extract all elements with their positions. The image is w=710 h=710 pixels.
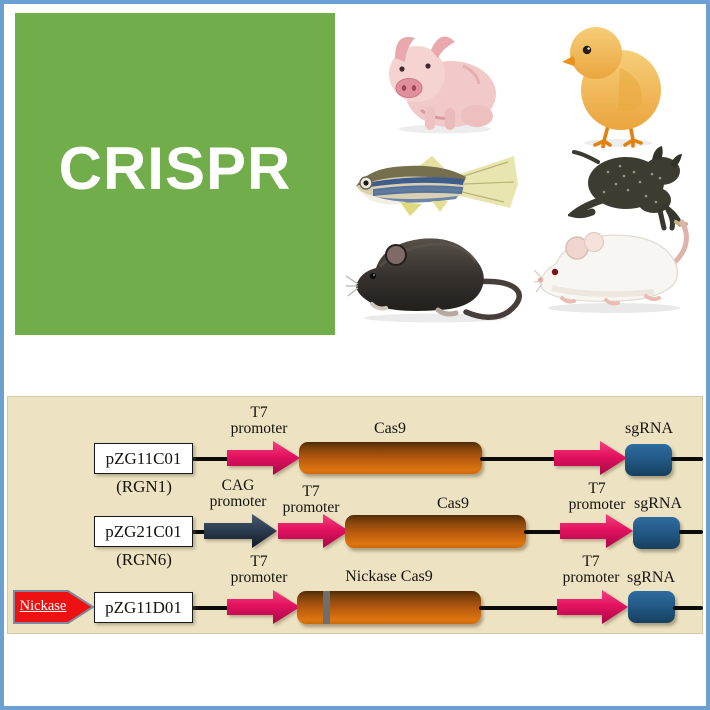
t7-promoter-label: T7 promoter [230, 553, 288, 586]
t7-promoter-label: T7 promoter [562, 553, 620, 586]
piglet-icon [375, 24, 505, 141]
sgrna-box [628, 591, 675, 623]
plasmid-name: pZG11D01 [105, 597, 182, 617]
backbone-line [673, 606, 703, 610]
cas9-gene-box [345, 515, 526, 548]
backbone-line [188, 530, 210, 534]
crispr-label: CRISPR [58, 134, 292, 202]
plasmid-alias: (RGN1) [116, 477, 172, 496]
cag-promoter-label: CAG promoter [209, 477, 267, 510]
backbone-line [189, 606, 235, 610]
t7-promoter-arrow [557, 590, 629, 624]
t7-promoter-label: T7 promoter [230, 404, 288, 437]
nickase-tag: Nickase [13, 590, 95, 629]
nickase-cas9-gene-box [297, 591, 481, 624]
t7-promoter-arrow [278, 514, 350, 548]
black-rat-icon [345, 224, 534, 329]
plasmid-name-box: pZG21C01 [94, 516, 193, 547]
plasmid-alias: (RGN6) [116, 550, 172, 569]
white-mouse-icon [533, 214, 694, 321]
gene-label: Cas9 [374, 420, 406, 437]
t7-promoter-arrow [227, 441, 301, 475]
t7-promoter-label: T7 promoter [282, 483, 340, 516]
t7-promoter-label: T7 promoter [568, 480, 626, 513]
sgrna-box [625, 444, 672, 476]
frog-icon [566, 136, 703, 236]
nickase-tag-label: Nickase [19, 598, 67, 614]
chick-icon [560, 20, 668, 153]
zebrafish-icon [348, 146, 520, 226]
gene-label: Nickase Cas9 [345, 568, 433, 585]
crispr-logo: CRISPR [15, 13, 335, 335]
gene-label: Cas9 [437, 495, 469, 512]
promoter-arrow [554, 441, 628, 475]
sgrna-label: sgRNA [624, 420, 673, 437]
backbone-line [679, 530, 703, 534]
backbone-line [671, 457, 703, 461]
sgrna-label: sgRNA [633, 495, 682, 512]
backbone-line [524, 530, 566, 534]
t7-promoter-arrow [227, 590, 301, 624]
backbone-line [188, 457, 236, 461]
cag-promoter-arrow [204, 514, 278, 548]
construct-diagram: pZG11C01 (RGN1) T7 promoter Cas9 sgRNA p… [7, 396, 703, 634]
cas9-gene-box [299, 442, 482, 474]
plasmid-name: pZG21C01 [105, 521, 182, 541]
backbone-line [479, 606, 561, 610]
plasmid-name-box: pZG11C01 [94, 443, 193, 474]
t7-promoter-arrow [560, 514, 634, 548]
nick-mutation-mark [323, 591, 330, 624]
plasmid-name: pZG11C01 [105, 448, 182, 468]
plasmid-name-box: pZG11D01 [94, 592, 193, 623]
backbone-line [480, 457, 560, 461]
sgrna-label: sgRNA [626, 569, 675, 586]
sgrna-box [633, 517, 680, 549]
